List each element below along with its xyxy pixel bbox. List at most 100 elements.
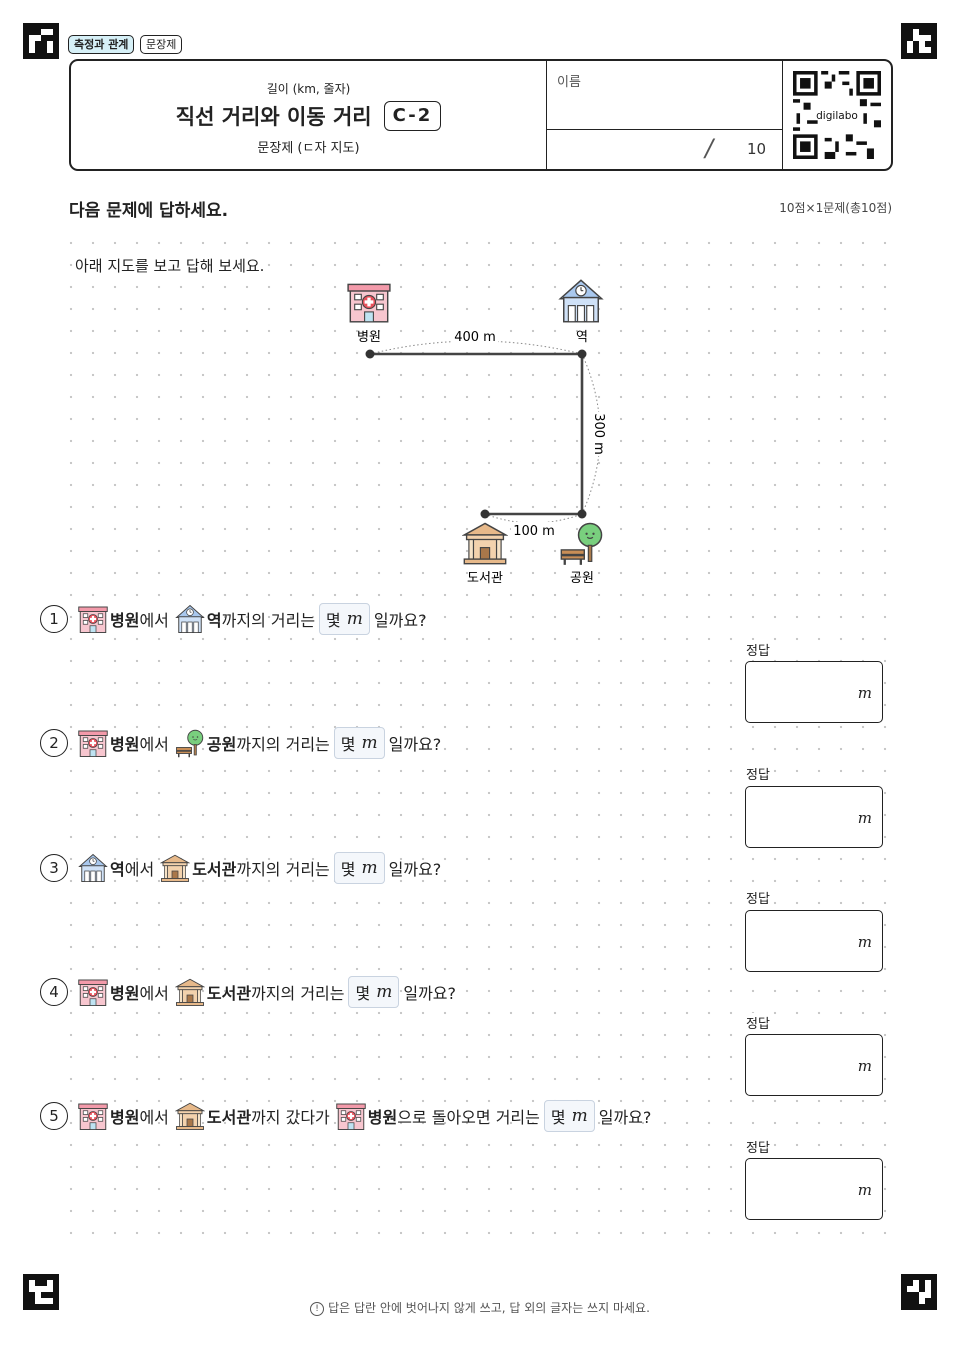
library-icon: [175, 977, 205, 1007]
header-type: 문장제 (ㄷ자 지도): [257, 141, 360, 156]
distance-label-400: 400 m: [454, 330, 496, 345]
corner-marker-bottom-left: [23, 1274, 59, 1310]
answer-box-5[interactable]: m: [745, 1158, 883, 1220]
question-number: 1: [40, 605, 68, 633]
answer-unit: m: [857, 1181, 872, 1199]
question-to: 공원: [206, 735, 237, 754]
question-tail: 일까요?: [403, 984, 456, 1003]
qr-label: digilabo: [816, 110, 858, 122]
station-icon: [175, 604, 205, 634]
question-number: 2: [40, 729, 68, 757]
question-to: 도서관: [206, 1108, 252, 1127]
hospital-icon: [78, 1101, 108, 1131]
answer-label-4: 정답: [746, 1013, 770, 1032]
library-icon: [175, 1101, 205, 1131]
score-row: / 10: [547, 129, 782, 170]
question-to-suffix: 까지의 거리는: [236, 735, 330, 754]
question-from-suffix: 에서: [139, 735, 169, 754]
question-to-suffix: 까지의 거리는: [236, 860, 330, 879]
score-slash: /: [705, 134, 714, 162]
station-icon: [78, 853, 108, 883]
node-station: [577, 349, 587, 359]
score-total: 10: [747, 140, 767, 158]
info-icon: !: [310, 1301, 325, 1316]
node-hospital: [365, 349, 375, 359]
question-from-suffix: 에서: [139, 1108, 169, 1127]
worksheet-code: C-2: [383, 101, 442, 131]
question-from-suffix: 에서: [139, 611, 169, 630]
question-from: 병원: [110, 735, 140, 754]
dist-arc-park-library: [484, 513, 583, 524]
answer-unit: m: [857, 1057, 872, 1075]
question-to-suffix: 까지의 거리는: [221, 611, 316, 630]
answer-label-3: 정답: [746, 888, 770, 907]
points-info: 10점×1문제(총10점): [779, 201, 892, 215]
question-number: 3: [40, 854, 68, 882]
question-from: 병원: [110, 1108, 140, 1127]
route-map: 병원 역 도서관 공원 400 m 300 m 100 m: [347, 279, 608, 586]
question-tail: 일까요?: [388, 860, 442, 879]
answer-unit: m: [857, 933, 872, 951]
answer-box-1[interactable]: m: [745, 661, 883, 723]
type-tag: 문장제: [140, 35, 183, 54]
station-icon: [559, 279, 603, 323]
header-title-row: 직선 거리와 이동 거리 C-2: [71, 101, 546, 131]
category-tag: 측정과 관계: [68, 35, 135, 54]
header-subject: 길이 (km, 줄자): [266, 82, 351, 96]
hospital-icon: [347, 283, 391, 323]
node-park: [577, 509, 587, 519]
hospital-icon: [78, 728, 108, 758]
name-score-area: 이름 / 10: [546, 61, 783, 169]
answer-unit: m: [857, 684, 872, 702]
question-to-suffix: 까지의 거리는: [251, 984, 345, 1003]
map-label-park: 공원: [570, 571, 594, 586]
hospital-icon: [336, 1101, 366, 1131]
park-icon: [560, 522, 603, 566]
question-from-suffix: 에서: [139, 984, 169, 1003]
library-icon: [463, 522, 507, 565]
question-to: 역: [206, 611, 222, 630]
hospital-icon: [78, 977, 108, 1007]
answer-box-2[interactable]: m: [745, 786, 883, 848]
question-tail: 일까요?: [373, 611, 427, 630]
prompt-text: 아래 지도를 보고 답해 보세요.: [73, 255, 267, 276]
question-to-suffix: 까지 갔다가: [251, 1108, 330, 1127]
question-from-suffix: 에서: [124, 860, 155, 879]
distance-label-100: 100 m: [513, 524, 555, 539]
question-to: 도서관: [192, 860, 237, 879]
worksheet-header: 길이 (km, 줄자) 직선 거리와 이동 거리 C-2 문장제 (ㄷ자 지도)…: [69, 59, 893, 171]
hospital-icon: [78, 604, 108, 634]
page-title: 직선 거리와 이동 거리: [175, 105, 372, 129]
distance-label-300: 300 m: [591, 413, 606, 455]
question-from: 병원: [110, 611, 140, 630]
map-label-station: 역: [576, 330, 588, 345]
answer-box-4[interactable]: m: [745, 1034, 883, 1096]
footer-note: !답은 답란 안에 벗어나지 않게 쓰고, 답 외의 글자는 쓰지 마세요.: [0, 1299, 960, 1316]
instruction: 다음 문제에 답하세요.: [69, 201, 229, 221]
qr-code-icon: digilabo: [793, 71, 881, 159]
corner-marker-top-right: [901, 23, 937, 59]
question-back: 병원: [367, 1108, 398, 1127]
corner-marker-top-left: [23, 23, 59, 59]
answer-label-5: 정답: [746, 1137, 770, 1156]
node-library: [480, 509, 490, 519]
question-to: 도서관: [206, 984, 252, 1003]
header-title-area: 길이 (km, 줄자) 직선 거리와 이동 거리 C-2 문장제 (ㄷ자 지도): [71, 61, 546, 169]
question-from: 역: [110, 860, 125, 879]
question-number: 5: [40, 1102, 68, 1130]
library-icon: [160, 853, 190, 883]
park-icon: [175, 728, 205, 758]
answer-unit: m: [857, 809, 872, 827]
dist-arc-station-park: [581, 353, 601, 515]
answer-label-2: 정답: [746, 764, 770, 783]
answer-box-3[interactable]: m: [745, 910, 883, 972]
route-line: [370, 352, 584, 516]
